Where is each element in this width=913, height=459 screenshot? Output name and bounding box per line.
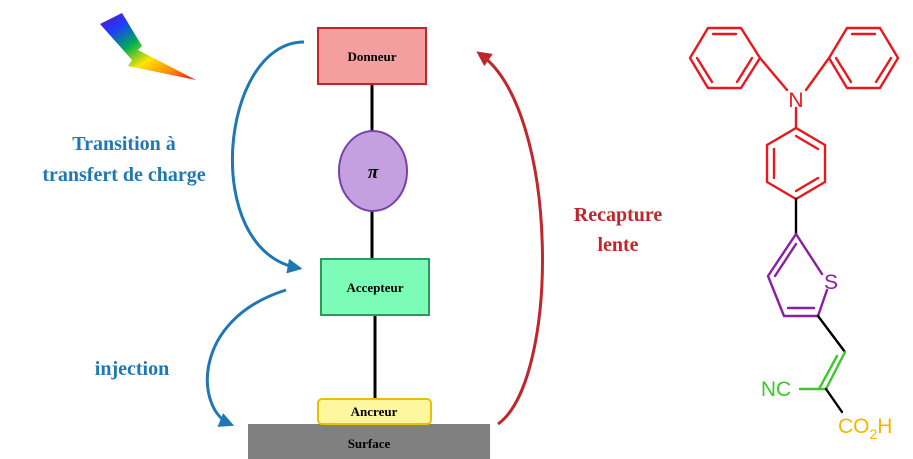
surface-bar: Surface: [248, 424, 490, 459]
donor-box-shape: [317, 27, 427, 85]
charge-transfer-arrow: [230, 40, 305, 274]
thiophene-vinyl-bond: [816, 314, 847, 354]
pi-bridge-shape: [338, 130, 408, 212]
acceptor-box-shape: [320, 258, 430, 316]
vinyl-group: [798, 350, 847, 391]
recapture-label-line1: Recapture: [574, 204, 663, 226]
lightning-icon: [100, 13, 196, 80]
acid-bond: [824, 387, 844, 414]
recapture-arrow: [476, 51, 544, 426]
atom-carboxyl-h: H: [877, 415, 892, 438]
charge-transfer-label-line2: transfert de charge: [42, 164, 205, 186]
acceptor-label: Accepteur: [346, 280, 403, 295]
anchor-label: Ancreur: [351, 404, 398, 419]
surface-bar-shape: [248, 424, 490, 459]
atom-nitrogen: N: [788, 89, 803, 112]
anchor-box-shape: [317, 398, 432, 425]
charge-transfer-label-line1: Transition à: [72, 133, 176, 155]
thiophene-ring: [766, 232, 829, 318]
atom-nitrile: NC: [761, 378, 791, 401]
surface-label: Surface: [348, 436, 391, 451]
donor-label: Donneur: [347, 49, 396, 64]
pi-bridge: π: [338, 130, 408, 212]
acceptor-box: Accepteur: [320, 258, 430, 316]
recapture-label-line2: lente: [597, 234, 638, 256]
pi-label: π: [368, 162, 379, 183]
injection-label: injection: [95, 358, 169, 380]
atom-carboxyl-co: CO: [838, 415, 870, 438]
phenyl-ring-center: [765, 126, 827, 201]
anchor-box: Ancreur: [317, 398, 432, 425]
phenyl-ring-left: [688, 26, 762, 90]
atom-carboxyl: CO2H: [838, 415, 892, 442]
phenyl-ring-right: [827, 26, 900, 90]
donor-box: Donneur: [317, 27, 427, 85]
molecule-structure: [688, 26, 900, 414]
atom-carboxyl-sub: 2: [870, 426, 878, 442]
atom-sulfur: S: [824, 271, 838, 294]
injection-arrow: [205, 288, 287, 427]
amine-bonds: [758, 56, 831, 130]
